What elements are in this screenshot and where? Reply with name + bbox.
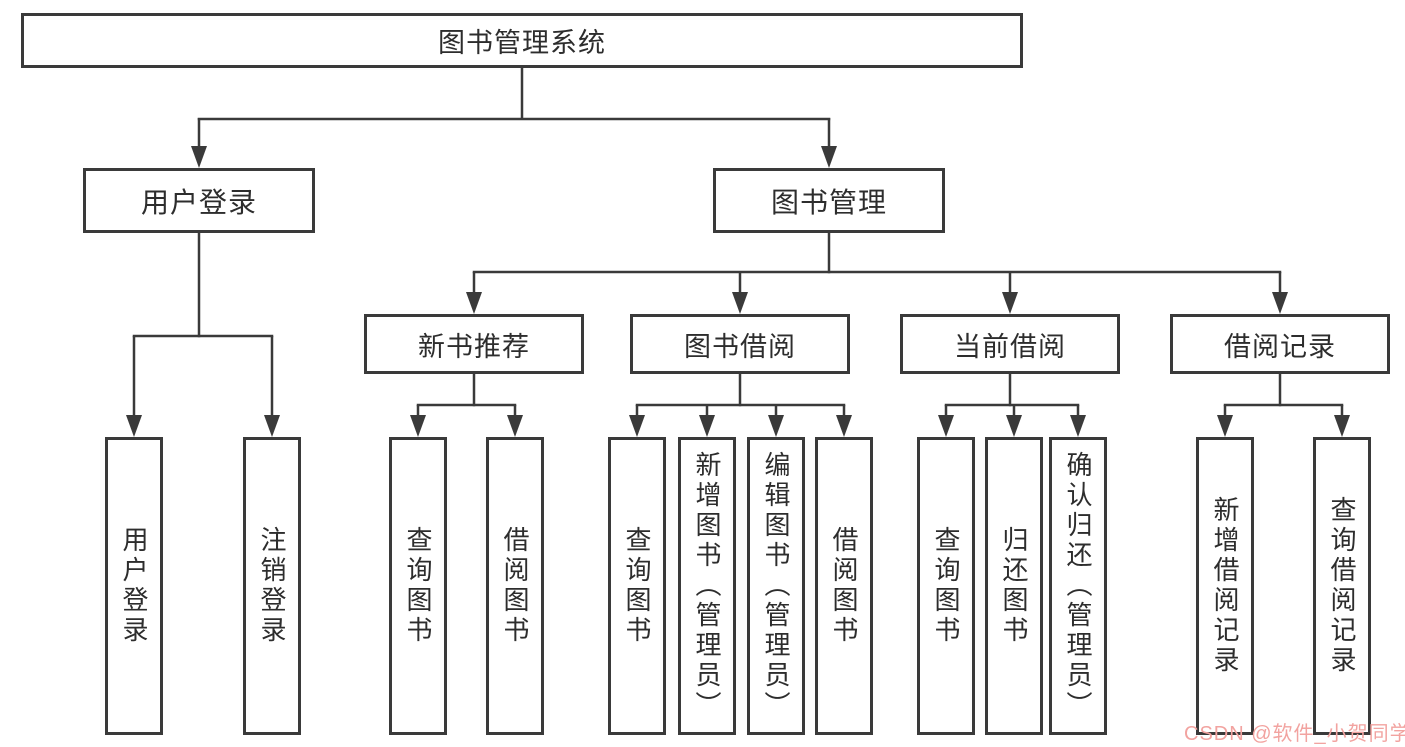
leaf-add-borrow-record: 新增借阅记录 [1196, 437, 1254, 735]
node-label: 图书借阅 [684, 331, 796, 362]
node-label: 新书推荐 [418, 331, 530, 362]
node-label: 注销登录 [257, 526, 287, 646]
node-book-borrow: 图书借阅 [630, 314, 850, 374]
leaf-edit-books-admin: 编辑图书（管理员） [747, 437, 805, 735]
node-book-management: 图书管理 [713, 168, 945, 233]
node-label: 图书管理 [770, 186, 887, 218]
arrowheads [126, 146, 1350, 437]
leaf-query-borrow-record: 查询借阅记录 [1313, 437, 1371, 735]
node-label: 新增图书（管理员） [692, 451, 722, 721]
leaf-add-books-admin: 新增图书（管理员） [678, 437, 736, 735]
leaf-borrow-books-1: 借阅图书 [486, 437, 544, 735]
node-label: 编辑图书（管理员） [761, 451, 791, 721]
leaf-user-login: 用户登录 [105, 437, 163, 735]
node-new-book-recommend: 新书推荐 [364, 314, 584, 374]
node-label: 查询图书 [403, 526, 433, 646]
leaf-borrow-books-2: 借阅图书 [815, 437, 873, 735]
node-label: 归还图书 [999, 526, 1029, 646]
leaf-return-books: 归还图书 [985, 437, 1043, 735]
node-label: 借阅图书 [829, 526, 859, 646]
node-label: 查询图书 [622, 526, 652, 646]
node-label: 确认归还（管理员） [1063, 451, 1093, 721]
leaf-query-books-1: 查询图书 [389, 437, 447, 735]
leaf-query-books-2: 查询图书 [608, 437, 666, 735]
node-label: 借阅图书 [500, 526, 530, 646]
node-library-management-system: 图书管理系统 [21, 13, 1023, 68]
leaf-confirm-return-admin: 确认归还（管理员） [1049, 437, 1107, 735]
node-label: 借阅记录 [1224, 331, 1336, 362]
node-label: 用户登录 [119, 526, 149, 646]
node-borrow-records: 借阅记录 [1170, 314, 1390, 374]
node-label: 用户登录 [140, 186, 257, 218]
node-label: 图书管理系统 [438, 28, 606, 58]
node-label: 查询借阅记录 [1327, 496, 1357, 676]
node-user-login: 用户登录 [83, 168, 315, 233]
node-label: 新增借阅记录 [1210, 496, 1240, 676]
leaf-query-books-3: 查询图书 [917, 437, 975, 735]
node-current-borrow: 当前借阅 [900, 314, 1120, 374]
leaf-logout: 注销登录 [243, 437, 301, 735]
node-label: 查询图书 [931, 526, 961, 646]
csdn-watermark: CSDN @软件_小贺同学 [1184, 723, 1405, 745]
node-label: 当前借阅 [954, 331, 1066, 362]
